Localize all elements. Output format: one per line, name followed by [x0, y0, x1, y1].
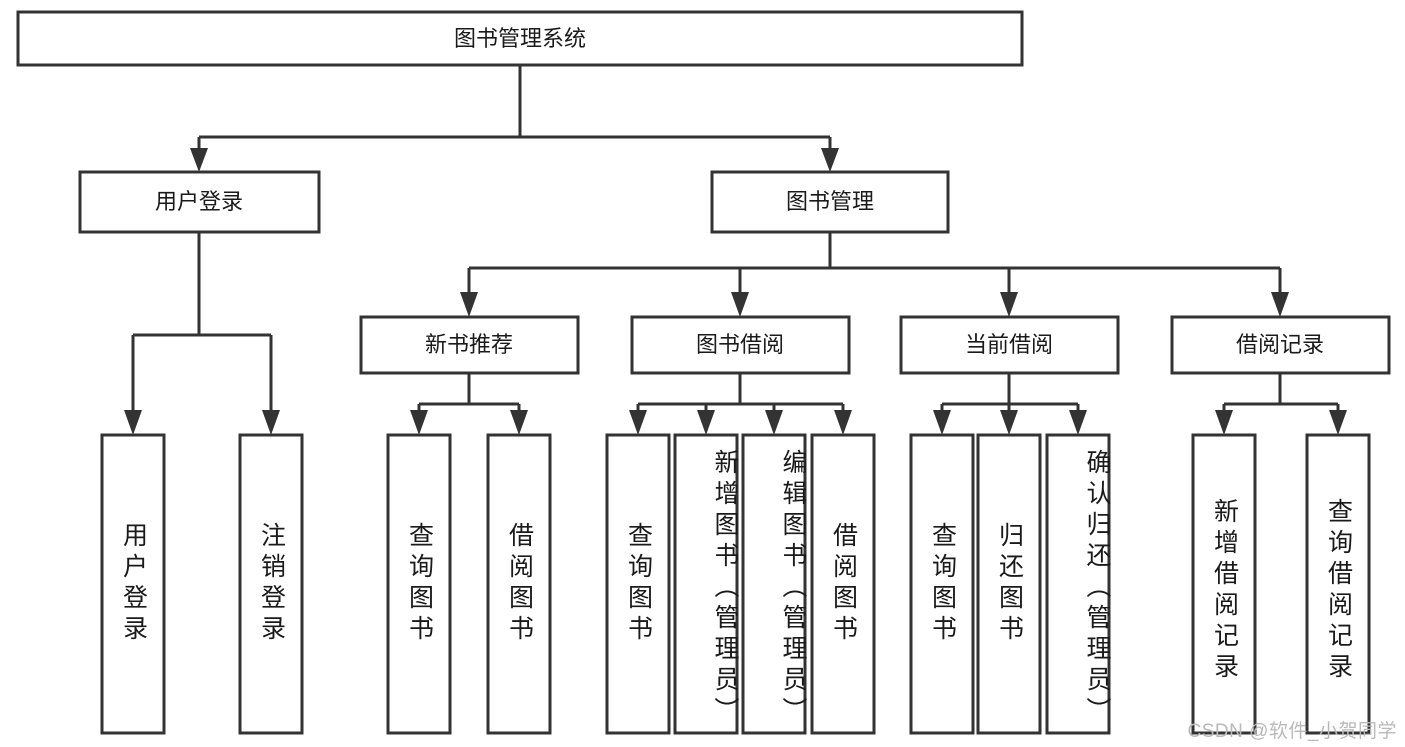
arrow-to-leaf-cur-query	[933, 410, 951, 435]
node-leaf-add-record[interactable]	[1191, 433, 1257, 735]
node-new-book-rec-label: 新书推荐	[425, 332, 513, 357]
node-book-borrow-label: 图书借阅	[696, 332, 784, 357]
node-user-login-label: 用户登录	[155, 189, 243, 214]
arrow-to-leaf-user-login	[124, 410, 142, 435]
node-current-borrow[interactable]	[899, 315, 1120, 375]
node-leaf-logout[interactable]	[238, 433, 304, 735]
node-book-manage[interactable]	[710, 170, 950, 234]
arrow-to-borrow-record	[1271, 292, 1289, 317]
node-leaf-cur-query[interactable]	[909, 433, 975, 735]
csdn-watermark: CSDN @软件_小贺同学	[1187, 721, 1397, 742]
arrow-to-leaf-edit-book	[765, 410, 783, 435]
connector-layer	[124, 65, 1347, 435]
arrow-to-leaf-logout	[262, 410, 280, 435]
arrow-to-leaf-add-record	[1215, 410, 1233, 435]
arrow-to-leaf-add-book	[697, 410, 715, 435]
node-book-borrow[interactable]	[630, 315, 851, 375]
node-borrow-record[interactable]	[1170, 315, 1391, 375]
node-book-manage-label: 图书管理	[786, 189, 874, 214]
node-leaf-query-record[interactable]	[1305, 433, 1371, 735]
arrow-to-new-book-rec	[460, 292, 478, 317]
node-borrow-record-label: 借阅记录	[1236, 332, 1324, 357]
arrow-root-to-book-manage	[821, 148, 839, 172]
arrow-to-leaf-borrow-book	[834, 410, 852, 435]
node-new-book-rec[interactable]	[359, 315, 580, 375]
arrow-to-leaf-borrow-query	[629, 410, 647, 435]
node-leaf-borrow-query[interactable]	[605, 433, 671, 735]
node-leaf-edit-book[interactable]	[741, 433, 807, 735]
node-leaf-rec-query[interactable]	[386, 433, 452, 735]
node-layer: 图书管理系统 用户登录 图书管理 新书推荐 图书借阅 当前借阅 借阅记录	[16, 10, 1391, 735]
node-leaf-return-book[interactable]	[976, 433, 1042, 735]
node-leaf-user-login[interactable]	[100, 433, 166, 735]
node-leaf-borrow-book[interactable]	[810, 433, 876, 735]
arrow-root-to-user-login	[190, 148, 208, 172]
arrow-to-book-borrow	[731, 292, 749, 317]
arrow-to-leaf-rec-borrow	[510, 410, 528, 435]
node-root[interactable]	[16, 10, 1024, 67]
arrow-to-leaf-confirm-return	[1069, 410, 1087, 435]
node-root-label: 图书管理系统	[454, 26, 586, 51]
node-user-login[interactable]	[78, 170, 321, 234]
arrow-to-leaf-query-record	[1329, 410, 1347, 435]
node-leaf-confirm-return[interactable]	[1045, 433, 1111, 735]
arrow-to-current-borrow	[1000, 292, 1018, 317]
node-current-borrow-label: 当前借阅	[965, 332, 1053, 357]
arrow-to-leaf-rec-query	[410, 410, 428, 435]
node-leaf-rec-borrow[interactable]	[486, 433, 552, 735]
node-leaf-add-book[interactable]	[673, 433, 739, 735]
arrow-to-leaf-return-book	[1000, 410, 1018, 435]
